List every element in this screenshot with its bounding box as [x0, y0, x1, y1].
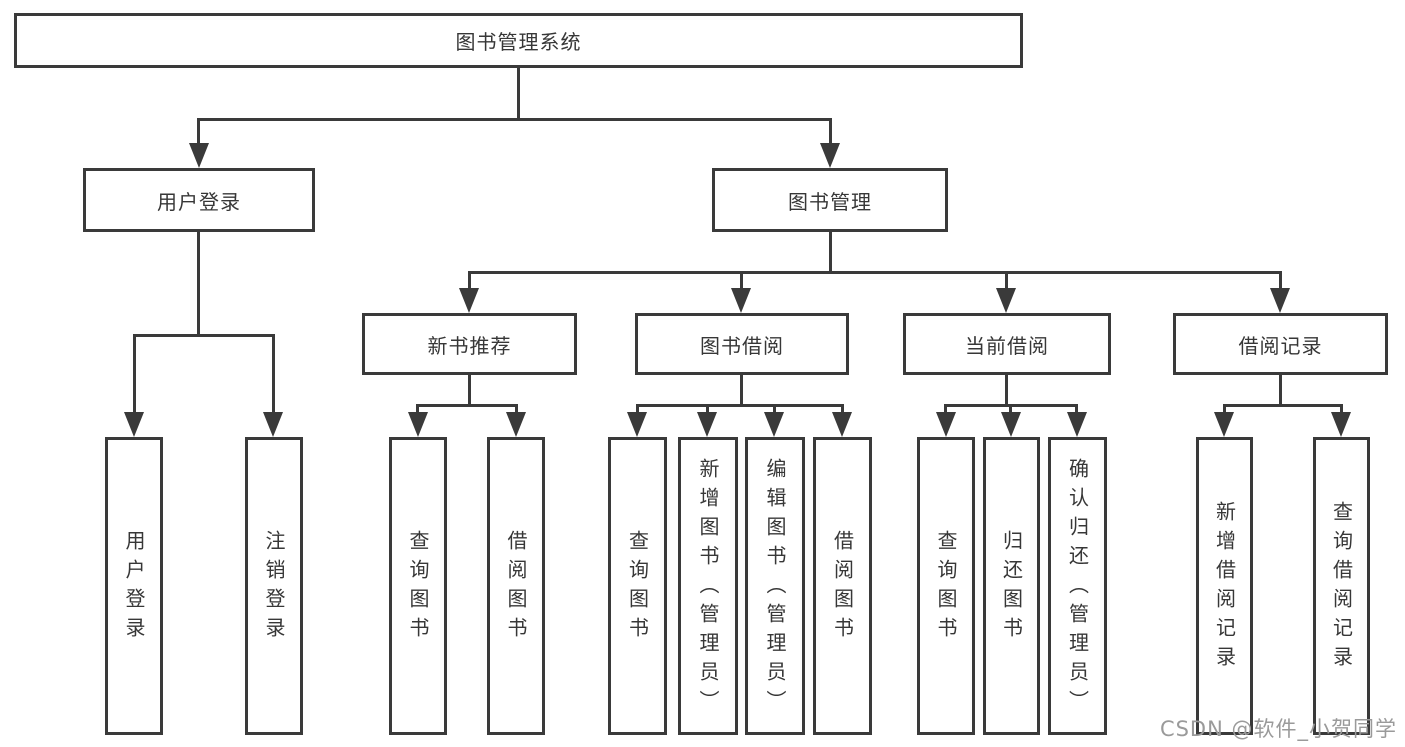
connector-branch [1223, 404, 1343, 407]
leaf-label: 用户登录 [122, 530, 146, 646]
leaf-label: 借阅图书 [504, 530, 528, 646]
connector-branch [133, 334, 275, 337]
arrow-down-icon [1067, 412, 1087, 437]
connector-stem [197, 118, 200, 146]
node-label: 当前借阅 [965, 333, 1049, 358]
arrow-down-icon [1214, 412, 1234, 437]
connector-stem [740, 375, 743, 407]
arrow-down-icon [506, 412, 526, 437]
arrow-down-icon [731, 288, 751, 313]
node-new-book-recommend: 新书推荐 [362, 313, 577, 375]
arrow-down-icon [459, 288, 479, 313]
connector-stem [133, 334, 136, 414]
arrow-down-icon [124, 412, 144, 437]
leaf-add-borrow-record: 新增借阅记录 [1196, 437, 1253, 735]
leaf-borrow-books-recommend: 借阅图书 [487, 437, 545, 735]
leaf-label: 归还图书 [999, 530, 1024, 646]
leaf-label: 查询借阅记录 [1329, 501, 1354, 675]
connector-stem [841, 404, 844, 414]
connector-stem [197, 232, 200, 337]
node-book-management: 图书管理 [712, 168, 948, 232]
arrow-down-icon [1001, 412, 1021, 437]
connector-stem [1075, 404, 1078, 414]
connector-stem [773, 404, 776, 414]
leaf-return-books: 归还图书 [983, 437, 1040, 735]
leaf-label: 编辑图书（管理员） [763, 457, 787, 719]
leaf-label: 确认归还（管理员） [1065, 457, 1090, 719]
node-current-borrowing: 当前借阅 [903, 313, 1111, 375]
arrow-down-icon [263, 412, 283, 437]
leaf-label: 注销登录 [262, 530, 286, 646]
leaf-user-login: 用户登录 [105, 437, 163, 735]
node-label: 图书管理 [788, 189, 872, 214]
arrow-down-icon [627, 412, 647, 437]
arrow-down-icon [189, 143, 209, 168]
leaf-logout: 注销登录 [245, 437, 303, 735]
node-label: 新书推荐 [427, 333, 512, 358]
leaf-edit-book-admin: 编辑图书（管理员） [745, 437, 805, 735]
connector-branch [416, 404, 518, 407]
connector-stem [636, 404, 639, 414]
connector-stem [829, 118, 832, 146]
leaf-confirm-return-admin: 确认归还（管理员） [1048, 437, 1107, 735]
leaf-label: 新增图书（管理员） [696, 457, 720, 719]
connector-stem [1223, 404, 1226, 414]
node-library-system: 图书管理系统 [14, 13, 1023, 68]
arrow-down-icon [1331, 412, 1351, 437]
connector-stem [1279, 375, 1282, 407]
node-borrow-records: 借阅记录 [1173, 313, 1388, 375]
arrow-down-icon [820, 143, 840, 168]
arrow-down-icon [832, 412, 852, 437]
arrow-down-icon [697, 412, 717, 437]
leaf-add-book-admin: 新增图书（管理员） [678, 437, 738, 735]
arrow-down-icon [764, 412, 784, 437]
connector-stem [1340, 404, 1343, 414]
leaf-query-books-recommend: 查询图书 [389, 437, 447, 735]
leaf-label: 查询图书 [406, 530, 430, 646]
connector-root-stem [517, 68, 520, 120]
connector-stem [829, 232, 832, 273]
arrow-down-icon [408, 412, 428, 437]
leaf-label: 新增借阅记录 [1212, 501, 1237, 675]
leaf-label: 查询图书 [934, 530, 958, 646]
connector-stem [416, 404, 419, 414]
connector-stem [706, 404, 709, 414]
node-label: 图书借阅 [700, 333, 784, 358]
connector-stem [1005, 271, 1008, 291]
leaf-query-borrow-record: 查询借阅记录 [1313, 437, 1370, 735]
leaf-borrow-books-borrowing: 借阅图书 [813, 437, 872, 735]
node-user-login: 用户登录 [83, 168, 315, 232]
connector-stem [740, 271, 743, 291]
node-book-borrowing: 图书借阅 [635, 313, 849, 375]
arrow-down-icon [936, 412, 956, 437]
connector-stem [944, 404, 947, 414]
node-label: 图书管理系统 [455, 30, 582, 54]
watermark: CSDN @软件_小贺同学 [1159, 717, 1397, 741]
connector-stem [1005, 375, 1008, 407]
leaf-query-books-current: 查询图书 [917, 437, 975, 735]
connector-branch [636, 404, 844, 407]
connector-stem [468, 271, 471, 291]
connector-stem [1009, 404, 1012, 414]
connector-level2-branch [468, 271, 1282, 274]
connector-level1-branch [197, 118, 831, 121]
connector-stem [468, 375, 471, 407]
connector-stem [1279, 271, 1282, 291]
leaf-label: 借阅图书 [830, 530, 855, 646]
connector-stem [515, 404, 518, 414]
node-label: 借阅记录 [1238, 333, 1323, 358]
leaf-label: 查询图书 [625, 530, 650, 646]
connector-stem [272, 334, 275, 414]
arrow-down-icon [996, 288, 1016, 313]
node-label: 用户登录 [157, 189, 241, 214]
arrow-down-icon [1270, 288, 1290, 313]
leaf-query-books-borrowing: 查询图书 [608, 437, 667, 735]
